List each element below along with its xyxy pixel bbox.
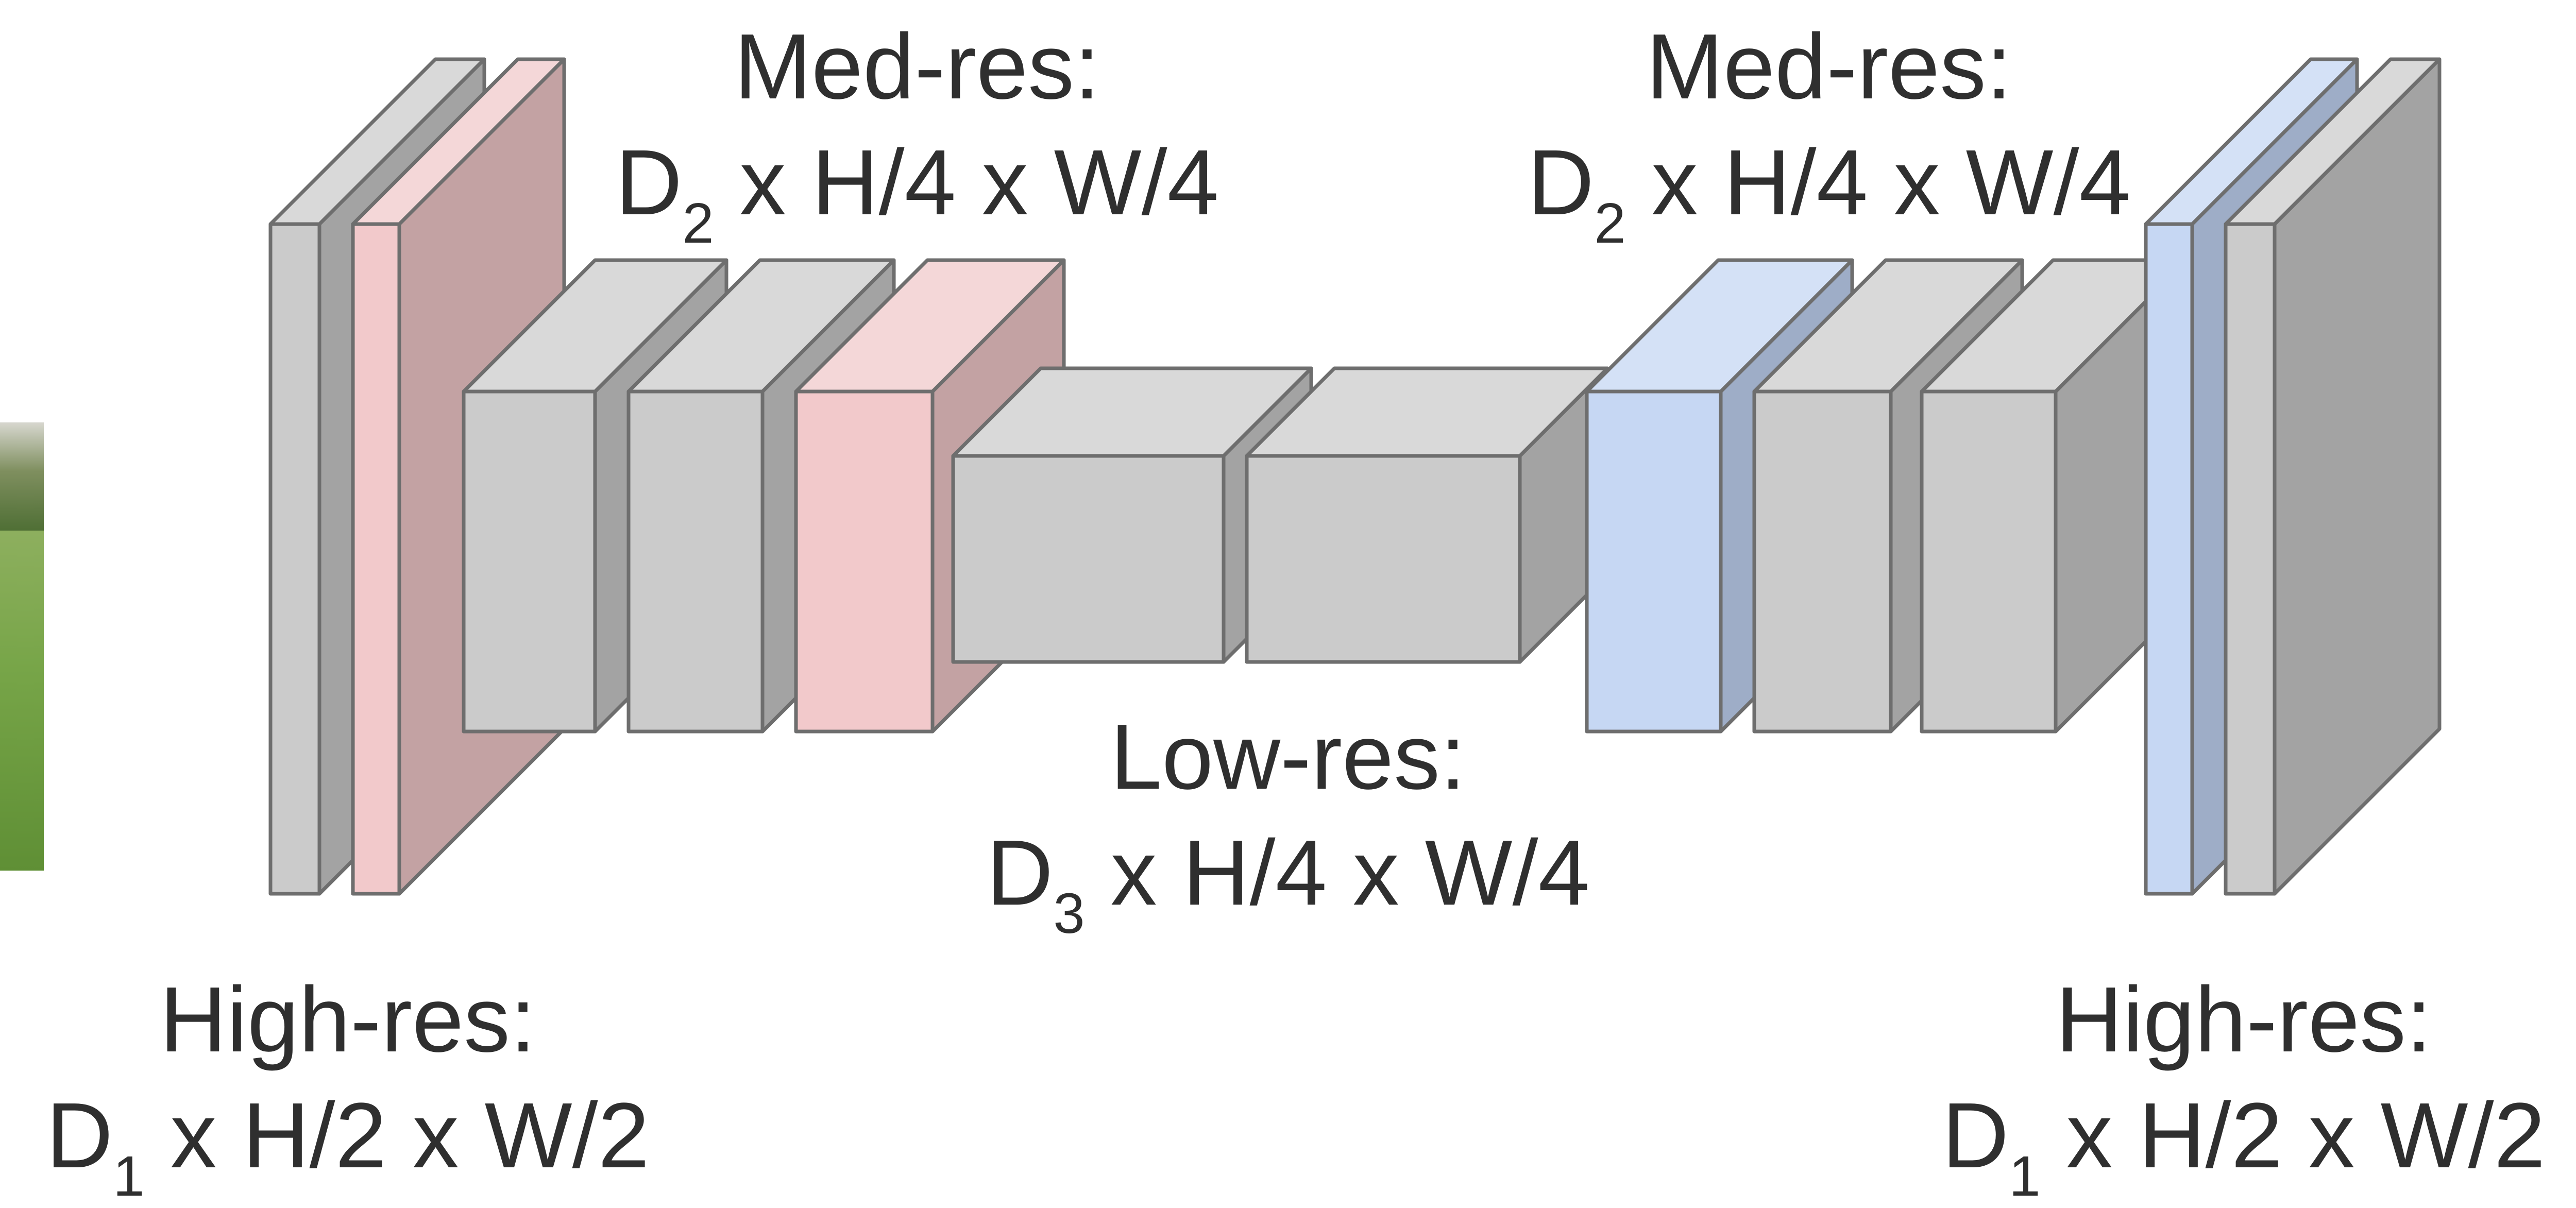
label-high-res-left: High-res: D1 x H/2 x W/2	[0, 968, 696, 1205]
block-bottleneck-2	[1245, 366, 1609, 664]
label-low-res: Low-res: D3 x H/4 x W/4	[953, 705, 1623, 942]
block-dec-blue-front	[1585, 389, 1723, 734]
label-high-res-right-title: High-res:	[2055, 968, 2432, 1071]
block-dec-2-front	[1920, 389, 2058, 734]
block-enc-1-front	[462, 389, 597, 734]
block-enc-pink-front	[794, 389, 935, 734]
block-input-gray-front	[268, 222, 321, 896]
block-dec-1-front	[1752, 389, 1893, 734]
block-enc-2-front	[626, 389, 765, 734]
label-med-res-left: Med-res: D2 x H/4 x W/4	[582, 15, 1252, 252]
block-output-gray-front	[2224, 222, 2277, 896]
block-input-pink-front	[351, 222, 401, 896]
label-high-res-right: High-res: D1 x H/2 x W/2	[1896, 968, 2576, 1205]
label-low-res-title: Low-res:	[1110, 705, 1466, 809]
label-med-res-left-title: Med-res:	[734, 15, 1100, 118]
input-image-crop	[0, 422, 44, 871]
block-output-gray	[2224, 57, 2442, 896]
block-bottleneck-2-front	[1245, 454, 1522, 664]
block-bottleneck-1-front	[951, 454, 1226, 664]
label-med-res-right-title: Med-res:	[1646, 15, 2012, 118]
block-output-blue-front	[2144, 222, 2194, 896]
label-med-res-right: Med-res: D2 x H/4 x W/4	[1494, 15, 2164, 252]
label-high-res-left-title: High-res:	[159, 968, 536, 1071]
